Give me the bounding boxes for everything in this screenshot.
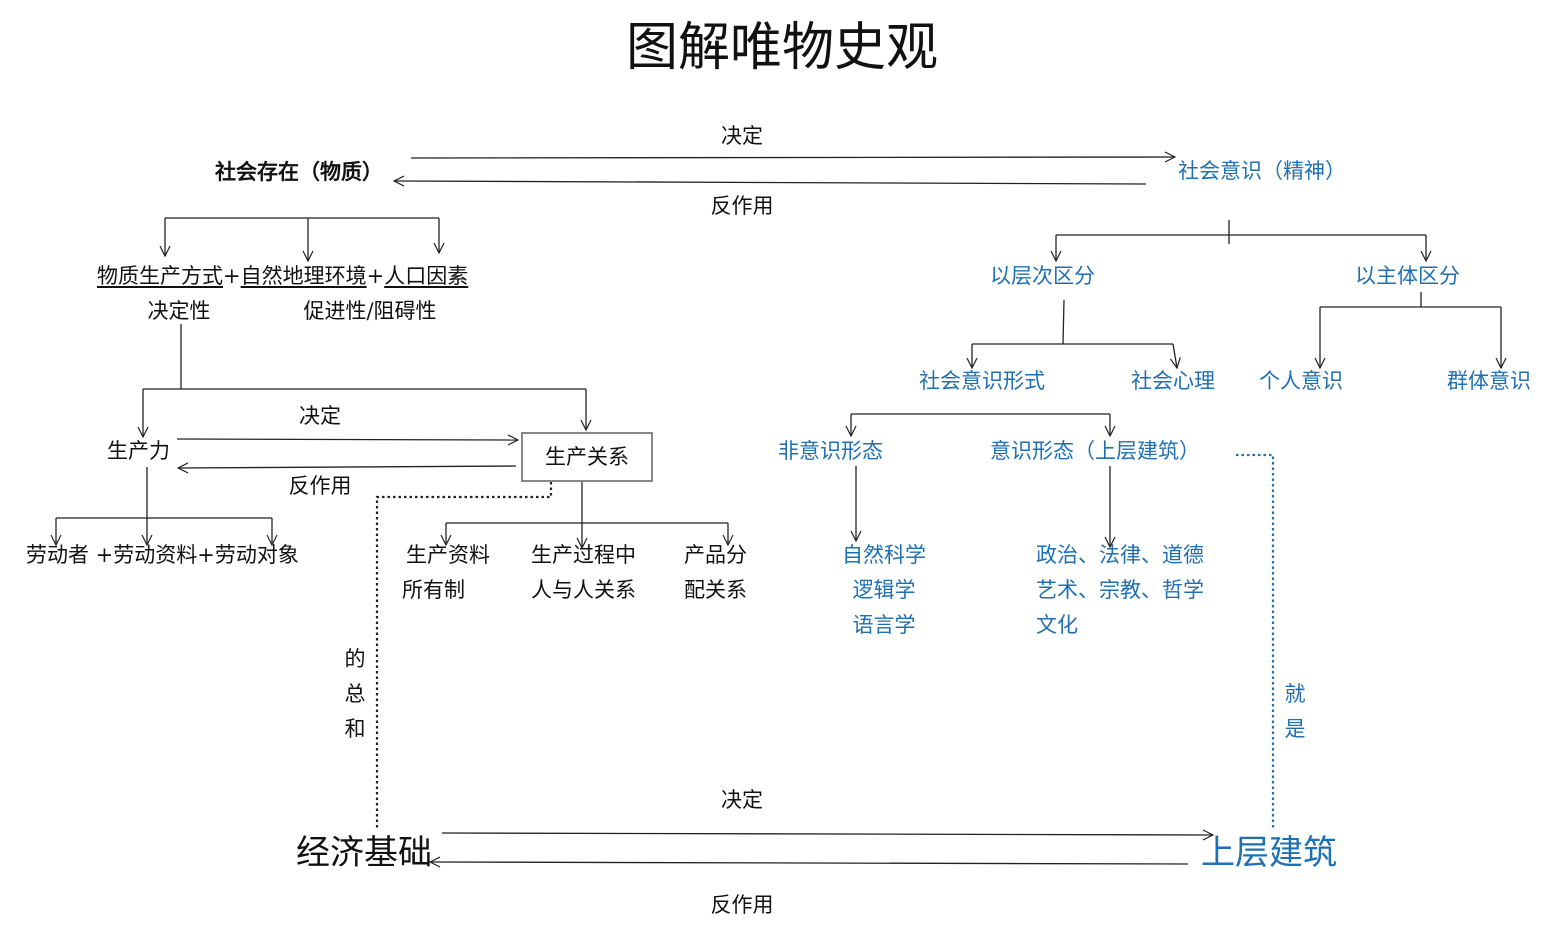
distribution-line2: 配关系 [684,578,747,602]
is-label-char: 是 [1284,717,1306,741]
sum-label: 的 总 和 [343,642,367,747]
ownership-line1: 生产资料 [406,543,490,567]
production-relations-box: 生产关系 [521,432,653,482]
arrow-relations-react-forces [178,466,517,468]
consciousness-forms-node: 社会意识形式 [919,369,1045,393]
production-relations-node: 生产关系 [545,444,629,469]
distribution-line1: 产品分 [684,543,747,567]
plus-sign: + [223,264,241,288]
sum-label-char: 总 [344,682,366,706]
arrow-forces-determine-relations [176,439,518,440]
mode-of-production: 物质生产方式 [97,264,223,288]
arrow-superstructure-reacts-base [430,862,1189,864]
arrow-being-determines-consciousness [410,157,1175,158]
process-relations-line2: 人与人关系 [531,578,636,602]
is-label: 就 是 [1283,677,1307,747]
bottom-reacts-label: 反作用 [710,893,774,917]
superstructure-node: 上层建筑 [1201,833,1337,873]
population-factor: 人口因素 [384,264,469,288]
top-reacts-label: 反作用 [710,194,774,218]
arrow-base-determines-superstructure [441,833,1213,835]
economic-base-node: 经济基础 [296,833,432,873]
non-ideology-item: 语言学 [852,613,916,637]
plus-sign: + [366,264,385,288]
ideology-item: 文化 [1036,613,1078,637]
page-title: 图解唯物史观 [625,18,939,78]
social-consciousness-node: 社会意识（精神） [1178,159,1346,183]
dotted-ideology-to-superstructure [1236,453,1275,830]
social-being-factors: 物质生产方式+自然地理环境+人口因素 [97,266,468,287]
promote-hinder-role-label: 促进性/阻碍性 [303,299,437,323]
geographical-environment: 自然地理环境 [240,264,367,288]
top-determines-label: 决定 [721,124,763,148]
line-by-level-down [1062,299,1065,345]
group-consciousness-node: 群体意识 [1447,369,1531,393]
ideology-item: 政治、法律、道德 [1036,543,1204,567]
productive-forces-node: 生产力 [107,439,170,463]
ownership-line2: 所有制 [402,578,465,602]
ideology-item: 艺术、宗教、哲学 [1036,578,1204,602]
non-ideology-item: 自然科学 [842,543,926,567]
by-level-node: 以层次区分 [990,264,1095,288]
sum-label-char: 的 [344,647,366,671]
production-reacts-label: 反作用 [288,474,352,498]
individual-consciousness-node: 个人意识 [1259,369,1343,393]
social-being-node: 社会存在（物质） [215,159,383,184]
dotted-relations-to-base [375,482,553,828]
non-ideology-node: 非意识形态 [778,439,883,463]
non-ideology-item: 逻辑学 [852,578,916,602]
production-determines-label: 决定 [299,404,341,428]
bottom-determines-label: 决定 [721,788,763,812]
arrow-consciousness-reacts-being [394,181,1147,184]
sum-label-char: 和 [344,717,366,741]
by-subject-node: 以主体区分 [1355,264,1460,288]
is-label-char: 就 [1284,682,1306,706]
productive-force-elements: 劳动者 +劳动资料+劳动对象 [26,543,299,567]
social-psychology-node: 社会心理 [1131,369,1215,393]
decisive-role-label: 决定性 [147,299,211,323]
ideology-node: 意识形态（上层建筑） [990,439,1200,463]
arrow-to-psychology [1173,343,1177,368]
process-relations-line1: 生产过程中 [531,543,636,567]
